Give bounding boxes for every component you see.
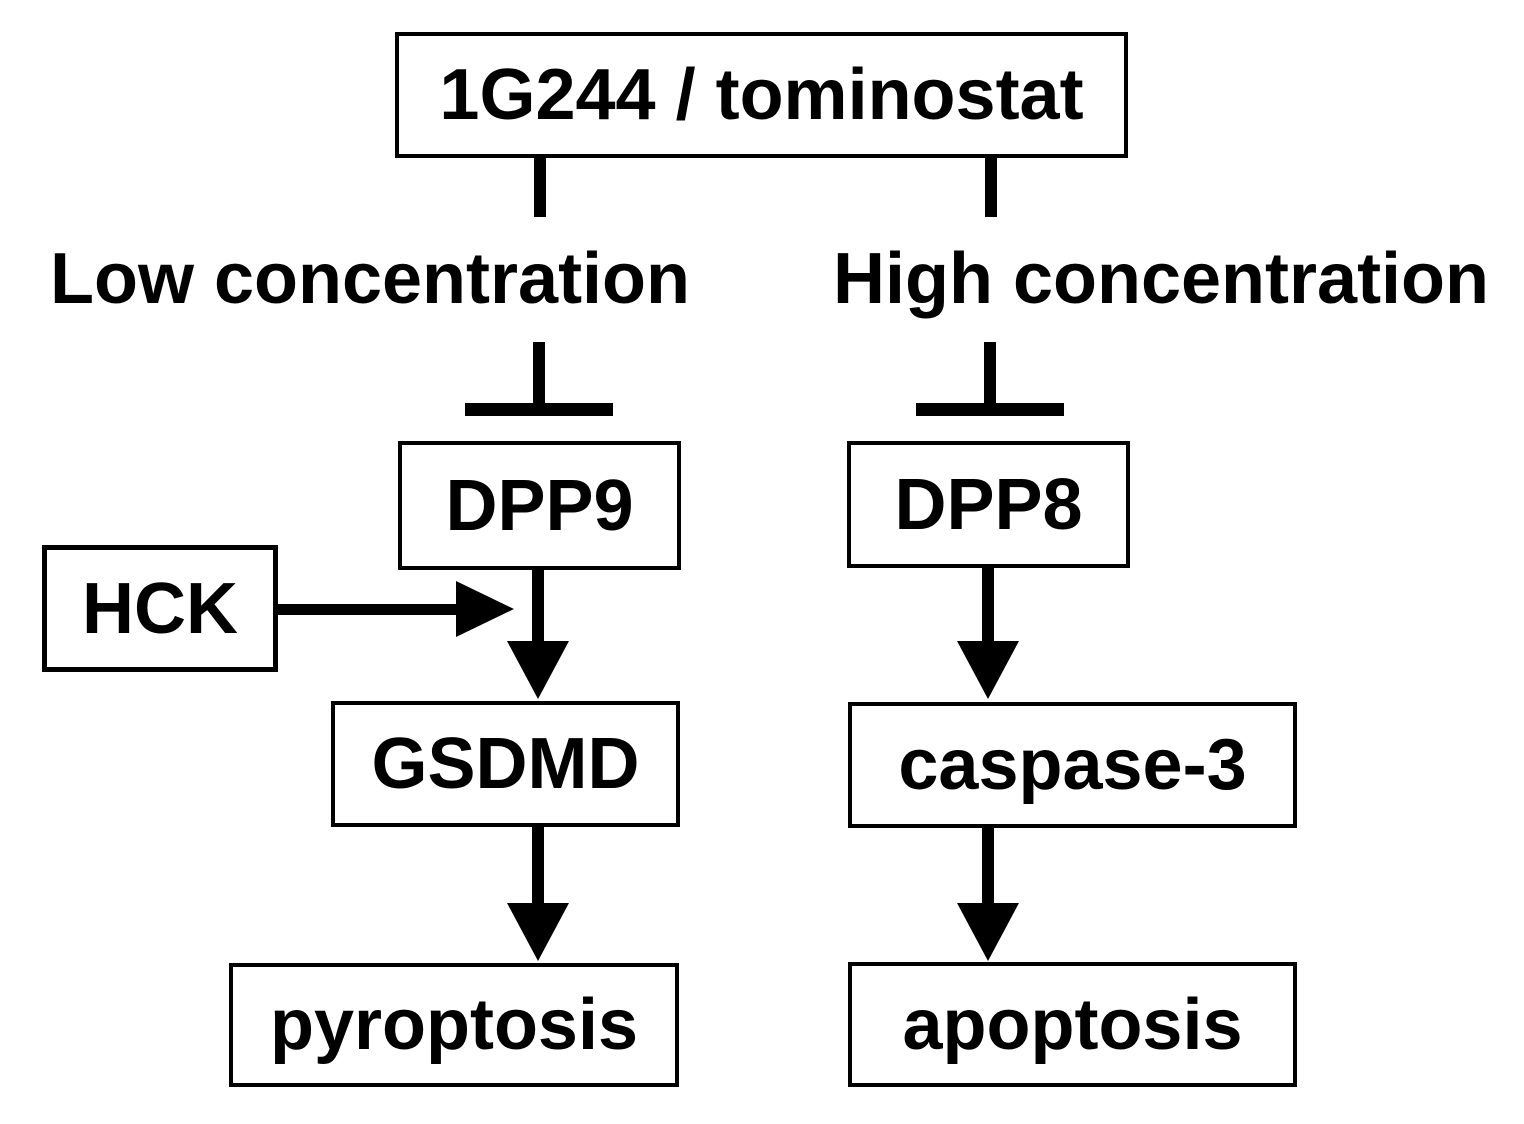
node-pyroptosis-label: pyroptosis	[269, 985, 639, 1065]
node-apoptosis: apoptosis	[848, 962, 1297, 1087]
node-compound: 1G244 / tominostat	[395, 32, 1128, 158]
node-caspase3-label: caspase-3	[898, 725, 1247, 805]
node-dpp9: DPP9	[398, 441, 681, 570]
arrow-dpp8-caspase3-head	[957, 641, 1019, 699]
node-hck: HCK	[42, 545, 278, 672]
arrow-dpp8-caspase3-stem	[982, 568, 994, 645]
branch-label-high: High concentration	[833, 239, 1490, 319]
node-dpp9-label: DPP9	[445, 465, 634, 546]
inhibition-tbar-high-bar	[916, 403, 1064, 416]
arrow-caspase3-apoptosis-head	[957, 903, 1019, 961]
branch-label-low: Low concentration	[50, 239, 691, 319]
inhibition-tbar-high-stem	[984, 342, 996, 405]
arrow-hck-head	[456, 581, 514, 637]
node-dpp8-label: DPP8	[894, 464, 1083, 545]
edge-compound-to-high-line	[985, 158, 997, 217]
node-pyroptosis: pyroptosis	[229, 963, 679, 1087]
arrow-gsdmd-pyroptosis-head	[507, 903, 569, 961]
inhibition-tbar-low-stem	[533, 342, 545, 405]
node-dpp8: DPP8	[847, 441, 1130, 568]
node-gsdmd: GSDMD	[331, 701, 680, 827]
node-apoptosis-label: apoptosis	[902, 984, 1243, 1065]
arrow-dpp9-gsdmd-stem	[532, 570, 544, 645]
node-gsdmd-label: GSDMD	[371, 724, 640, 804]
arrow-dpp9-gsdmd-head	[507, 641, 569, 699]
node-caspase3: caspase-3	[848, 702, 1297, 828]
edge-compound-to-low-line	[534, 158, 546, 217]
arrow-gsdmd-pyroptosis-stem	[532, 827, 544, 905]
arrow-caspase3-apoptosis-stem	[982, 828, 994, 905]
node-compound-label: 1G244 / tominostat	[439, 55, 1084, 135]
node-hck-label: HCK	[82, 568, 238, 649]
inhibition-tbar-low-bar	[465, 403, 613, 416]
arrow-hck-stem	[278, 604, 460, 615]
